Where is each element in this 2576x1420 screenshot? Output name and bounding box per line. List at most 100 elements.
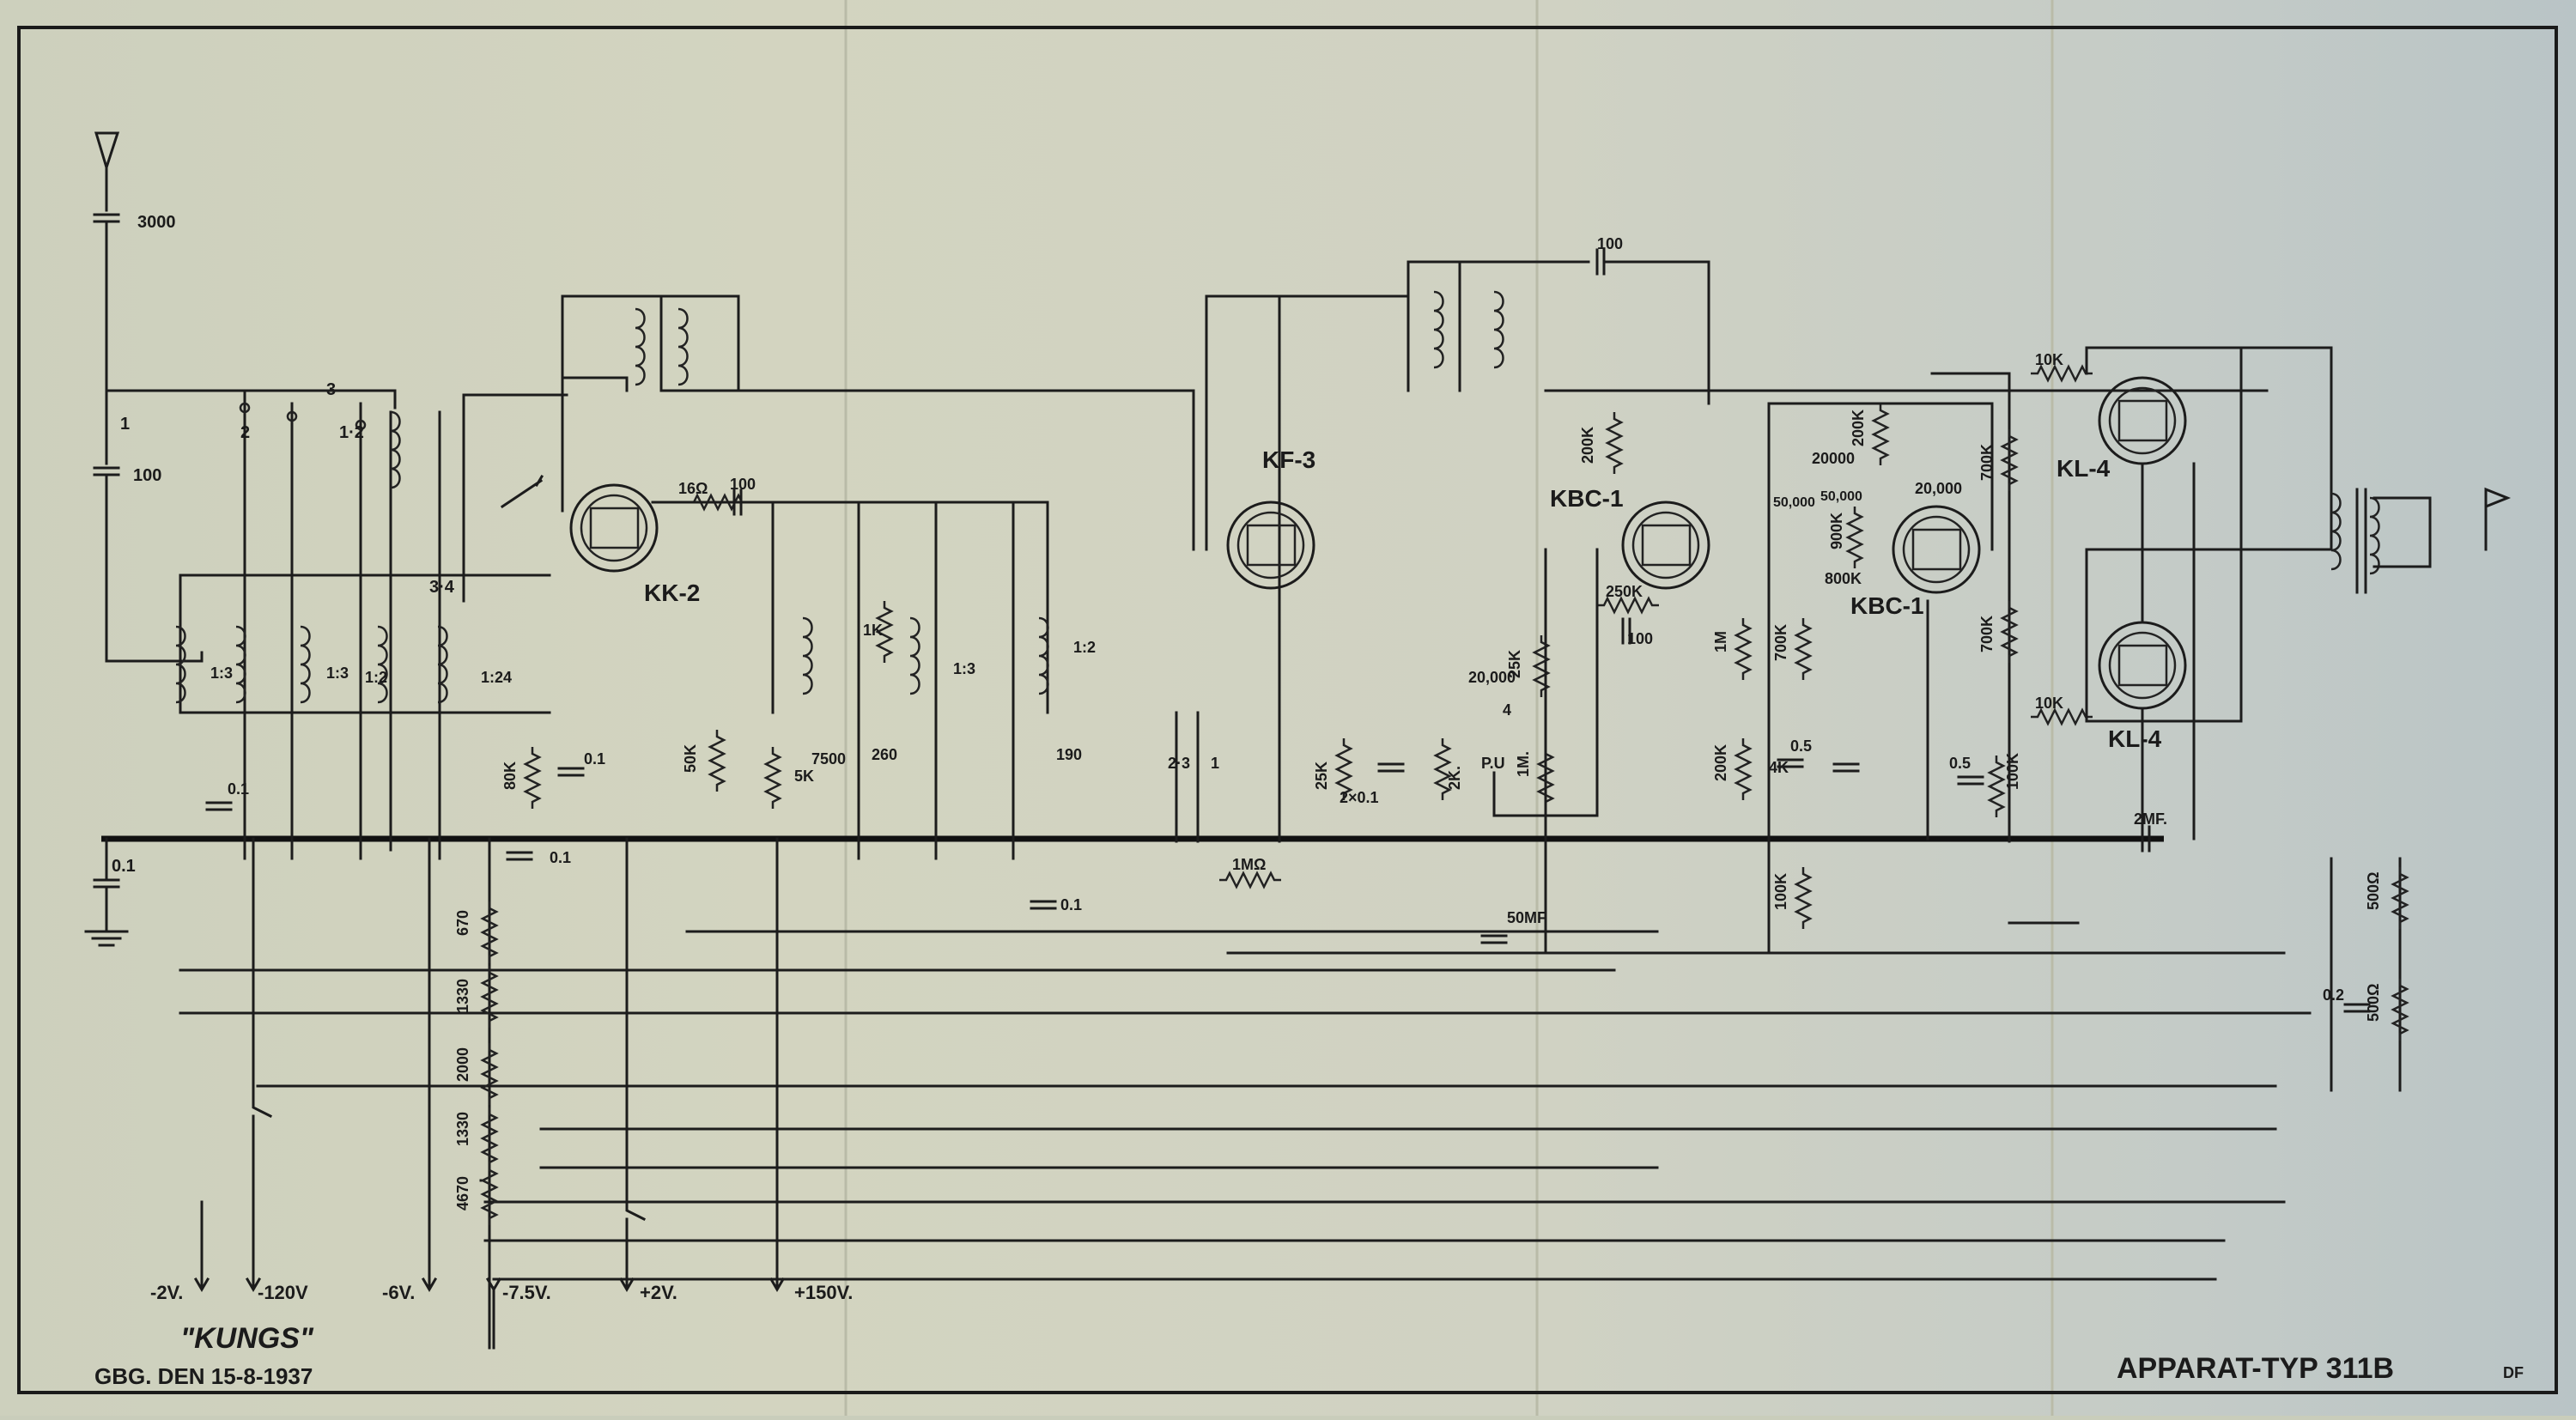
supply-m75v: -7.5V.	[502, 1282, 551, 1303]
label-sw1: 1	[120, 415, 130, 434]
title-kungs: "KUNGS"	[180, 1322, 314, 1355]
label-c100c: 100	[1627, 630, 1653, 647]
tube-kbc1b[interactable]	[1892, 505, 1981, 594]
label-d670: 670	[454, 910, 471, 936]
label-c2mf: 2MF.	[2134, 810, 2167, 828]
label-swr1: 1	[1211, 755, 1219, 772]
cap-01c	[1030, 900, 1057, 910]
tube-label-kbc1b: KBC-1	[1850, 592, 1924, 619]
title-initials: DF	[2503, 1364, 2524, 1381]
label-d1330a: 1330	[454, 979, 471, 1013]
label-c20000c: 20,000	[1915, 480, 1962, 497]
antenna-coil	[389, 410, 401, 489]
label-r700kc: 700K	[1978, 616, 1996, 652]
label-c7500: 7500	[811, 750, 846, 768]
resistor-50k	[708, 728, 726, 793]
antenna-branch	[105, 475, 204, 663]
osc-section	[651, 501, 1049, 860]
speaker-icon[interactable]	[2372, 487, 2512, 568]
label-t124: 1:24	[481, 669, 512, 686]
cap-01e	[205, 801, 233, 811]
label-c05a: 0.5	[1790, 737, 1812, 755]
label-c01a: 0.1	[112, 857, 136, 876]
resistor-1m	[1218, 871, 1283, 889]
label-r10ka: 10K	[2035, 351, 2063, 368]
tube-label-kl4b: KL-4	[2108, 725, 2162, 752]
label-c02: 0.2	[2323, 986, 2344, 1004]
title-date: GBG. DEN 15-8-1937	[94, 1363, 313, 1389]
supply-m2v: -2V.	[150, 1282, 183, 1303]
band-switch: 1 2 3 1·2 3·4	[120, 380, 455, 860]
resistor-10ka	[2029, 365, 2094, 382]
label-c20000b: 20000	[1812, 450, 1855, 467]
label-c100top: 100	[1597, 235, 1623, 252]
supply-m120v: -120V	[258, 1282, 308, 1303]
cap-50mf	[1480, 934, 1508, 944]
supply-leads	[200, 837, 779, 1350]
antenna-lead	[105, 221, 397, 465]
tube-kl4b[interactable]	[2098, 621, 2187, 710]
supply-rails	[179, 968, 2312, 1281]
drawing-border	[17, 26, 2558, 1394]
label-sw3: 3	[326, 380, 336, 399]
label-d4670: 4670	[454, 1176, 471, 1211]
label-r500b: 500Ω	[2365, 984, 2382, 1022]
preamp-section	[1767, 372, 2011, 955]
resistor-900k	[1846, 505, 1863, 570]
label-c20000: 20,000	[1468, 669, 1516, 686]
label-t12a: 1:2	[365, 669, 387, 686]
resistor-100kb	[1988, 754, 2005, 819]
label-c05b: 0.5	[1949, 755, 1971, 772]
label-pu: P.U	[1481, 755, 1505, 772]
tube-kbc1a[interactable]	[1621, 501, 1710, 590]
label-r800k: 800K	[1825, 570, 1862, 587]
if-transformer-2	[1406, 260, 1590, 392]
label-r700ka: 700K	[1772, 624, 1789, 661]
label-d1330b: 1330	[454, 1112, 471, 1146]
upper-rails	[685, 921, 2286, 955]
label-t13b: 1:3	[326, 664, 349, 682]
label-c50000a: 50,000	[1773, 495, 1815, 510]
kf3-feed	[1175, 294, 1410, 843]
cap-01b	[557, 767, 585, 777]
if-transformer-1b	[677, 307, 689, 386]
label-c2x01: 2×0.1	[1340, 789, 1379, 806]
label-r25k: 25K	[1313, 762, 1330, 790]
label-r16: 16Ω	[678, 480, 708, 497]
detector-feed	[1544, 260, 2269, 405]
tube-kk2[interactable]	[569, 483, 659, 573]
output-stage	[2085, 346, 2333, 840]
coil-frame	[179, 573, 551, 714]
tube-kf3[interactable]	[1226, 501, 1315, 590]
label-c100b: 100	[730, 476, 756, 493]
label-r500a: 500Ω	[2365, 872, 2382, 910]
supply-m6v: -6V.	[382, 1282, 415, 1303]
resistor-250k	[1595, 597, 1661, 614]
cap-100top	[1595, 248, 1606, 276]
supply-p150v: +150V.	[794, 1282, 853, 1303]
if-coil-2a	[1432, 290, 1444, 369]
title-apparat: APPARAT-TYP 311B	[2117, 1352, 2394, 1385]
supply-p2v: +2V.	[640, 1282, 677, 1303]
osc-coil-1	[801, 616, 813, 695]
label-c01b: 0.1	[584, 750, 605, 768]
cap-2x01	[1377, 762, 1405, 773]
label-t13c: 1:3	[953, 660, 975, 677]
label-sw23: 2·3	[1168, 755, 1190, 772]
label-r100ka: 100K	[1772, 873, 1789, 910]
resistor-200kb	[1872, 402, 1889, 467]
resistor-5k	[764, 745, 781, 810]
resistor-100ka	[1795, 865, 1812, 931]
cap-01d	[506, 851, 533, 861]
label-c260: 260	[872, 746, 897, 763]
cap-100a	[93, 466, 120, 476]
label-sw34: 3·4	[429, 578, 455, 597]
output-transformer-primary	[2330, 492, 2342, 571]
label-r200kc: 200K	[1712, 744, 1729, 781]
kk2-feed	[561, 294, 1195, 551]
label-r900k: 900K	[1828, 513, 1845, 549]
label-c01c: 0.1	[1060, 896, 1082, 913]
tube-label-kf3: KF-3	[1262, 446, 1315, 473]
label-r700kb: 700K	[1978, 444, 1996, 481]
